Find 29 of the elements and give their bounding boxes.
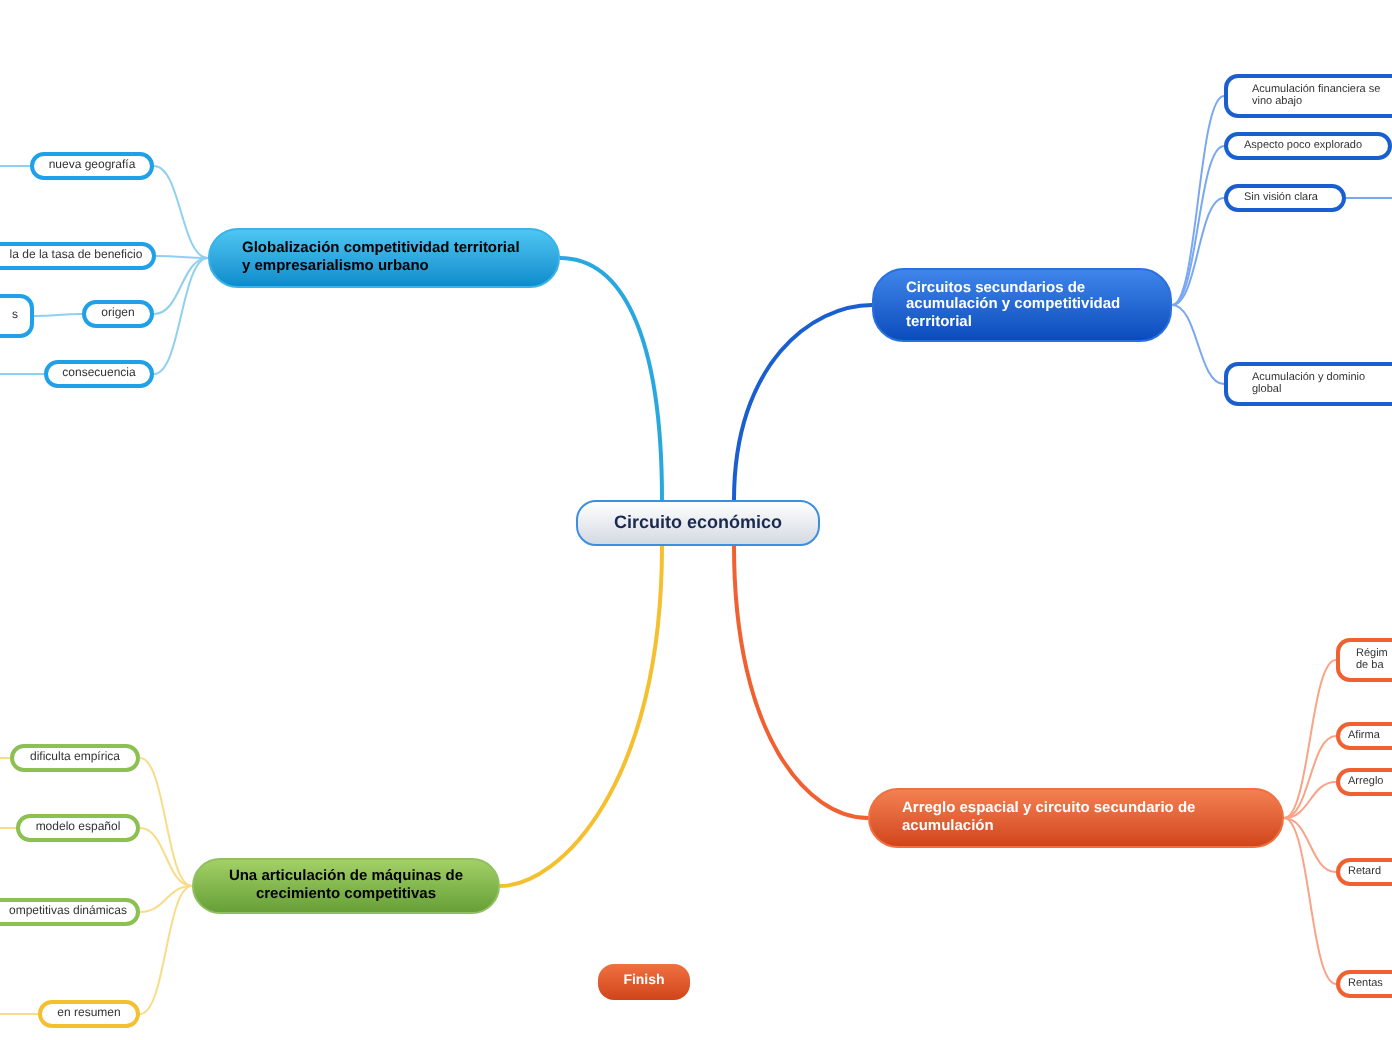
connector-line [559, 256, 664, 501]
connector-line [139, 827, 193, 887]
connector-line [155, 255, 209, 259]
connector-line [732, 303, 873, 501]
connector-line [1283, 735, 1337, 819]
connector-line [0, 757, 11, 759]
connector-line [1345, 197, 1392, 199]
connector-line [139, 757, 193, 887]
connector-line [153, 257, 209, 315]
connector-line [1171, 95, 1225, 306]
connector-line [139, 885, 193, 1015]
connector-line [1171, 197, 1225, 306]
connector-line [1171, 145, 1225, 306]
connector-line [153, 257, 209, 375]
connector-line [33, 313, 83, 317]
connector-line [499, 545, 664, 888]
connector-line [0, 165, 31, 167]
connector-line [153, 165, 209, 259]
central-topic: Circuito económico [576, 500, 820, 546]
connector-line [1171, 304, 1225, 385]
connector-line [0, 1013, 39, 1015]
connector-line [732, 545, 869, 820]
connector-line [139, 885, 193, 913]
connector-line [1283, 781, 1337, 819]
connector-line [1283, 659, 1337, 819]
connector-line [0, 373, 45, 375]
connector-line [1283, 817, 1337, 985]
connector-line [1283, 817, 1337, 873]
connector-line [0, 827, 17, 829]
